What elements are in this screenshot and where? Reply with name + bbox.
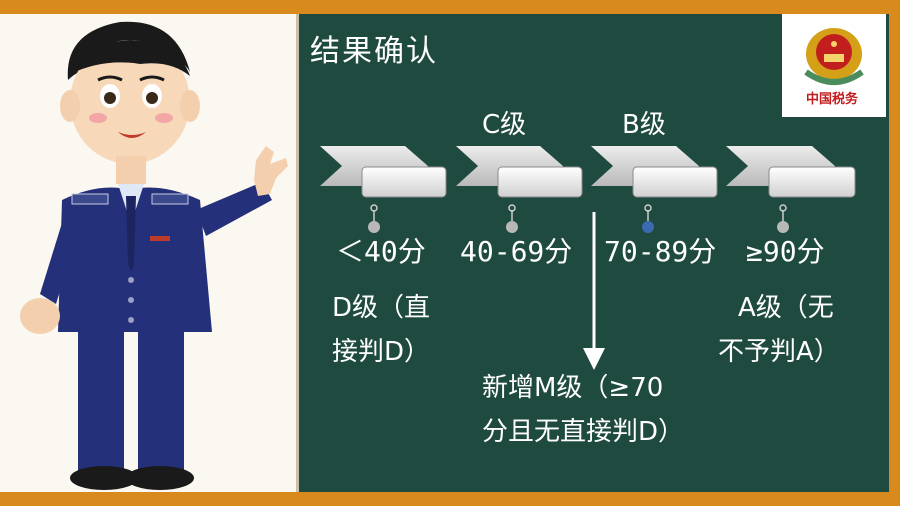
note-m: 新增M级（≥70 分且无直接判D） <box>482 366 684 454</box>
presenter-panel <box>0 14 296 492</box>
emblem-icon <box>804 28 864 85</box>
range-3: 70-89分 <box>604 235 717 268</box>
chevron-2 <box>456 146 583 198</box>
note-a-line2: 不予判A） <box>718 337 840 367</box>
presenter-illustration <box>20 21 288 490</box>
down-arrow <box>583 212 605 370</box>
range-4: ≥90分 <box>746 235 825 268</box>
level-label-c: C级 <box>482 110 527 140</box>
pin-3 <box>642 204 654 233</box>
tax-logo <box>782 14 886 117</box>
note-d-line2: 接判D） <box>332 337 431 367</box>
note-d: D级（直 接判D） <box>332 286 430 374</box>
note-d-line1: D级（直 <box>332 293 431 323</box>
note-m-line1: 新增M级（≥70 <box>482 373 664 403</box>
range-1: ＜40分 <box>336 235 426 268</box>
note-m-line2: 分且无直接判D） <box>482 417 685 447</box>
page-title: 结果确认 <box>310 34 438 69</box>
pin-4 <box>777 204 789 233</box>
chevron-3 <box>591 146 718 198</box>
chevron-1 <box>320 146 447 198</box>
logo-text: 中国税务 <box>806 92 859 107</box>
note-a-line1: A级（无 <box>738 293 834 323</box>
pin-1 <box>368 204 380 233</box>
range-2: 40-69分 <box>460 235 573 268</box>
pin-2 <box>506 204 518 233</box>
level-label-b: B级 <box>622 110 666 140</box>
chevron-4 <box>726 146 856 198</box>
note-a: A级（无 不予判A） <box>718 286 840 374</box>
